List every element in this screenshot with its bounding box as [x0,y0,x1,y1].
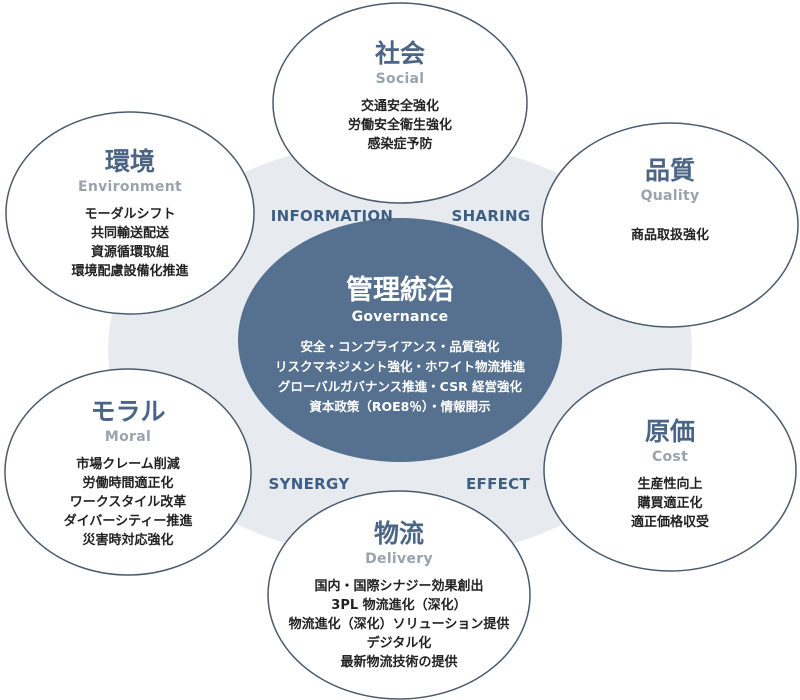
moral-item: 災害時対応強化 [82,532,174,548]
social-subtitle: Social [375,70,425,87]
delivery-item: 物流進化（深化）ソリューション提供 [288,616,510,632]
environment-item: モーダルシフト [84,206,176,222]
governance-item: 安全・コンプライアンス・品質強化 [300,338,500,354]
quality-title: 品質 [644,156,695,185]
quality-item: 商品取扱強化 [630,227,709,243]
delivery-list: 国内・国際シナジー効果創出 3PL 物流進化（深化） 物流進化（深化）ソリューシ… [279,577,519,672]
cost-item: 購買適正化 [637,495,703,511]
cost-item: 適正価格収受 [630,514,709,530]
delivery-title: 物流 [373,519,424,548]
governance-item: 資本政策（ROE8％）・情報開示 [309,398,491,414]
moral-item: ワークスタイル改革 [69,494,187,510]
governance-circle [238,218,562,462]
governance-node: 管理統治 Governance 安全・コンプライアンス・品質強化 リスクマネジメ… [240,276,560,417]
quality-circle [541,122,799,328]
environment-subtitle: Environment [78,178,182,195]
environment-circle [5,111,255,315]
environment-item: 資源循環取組 [90,244,169,260]
social-list: 交通安全強化 労働安全衛生強化 感染症予防 [300,97,500,154]
quality-subtitle: Quality [640,187,700,204]
quality-node: 品質 Quality 商品取扱強化 [570,157,770,245]
moral-circle [4,368,252,576]
cost-list: 生産性向上 購買適正化 適正価格収受 [570,475,770,532]
cost-item: 生産性向上 [637,476,703,492]
governance-list: 安全・コンプライアンス・品質強化 リスクマネジメント強化・ホワイト物流推進 グロ… [240,337,560,417]
social-item: 労働安全衛生強化 [347,117,452,133]
moral-subtitle: Moral [104,428,152,445]
keyword-effect: EFFECT [465,475,531,493]
environment-item: 環境配慮設備化推進 [71,263,189,279]
cost-subtitle: Cost [651,448,689,465]
delivery-item: 3PL 物流進化（深化） [331,597,467,613]
social-item: 交通安全強化 [360,98,439,114]
delivery-item: 国内・国際シナジー効果創出 [314,578,484,594]
quality-list: 商品取扱強化 [570,226,770,245]
governance-title: 管理統治 [346,275,454,306]
delivery-item: 最新物流技術の提供 [340,654,458,670]
social-title: 社会 [374,39,425,68]
environment-node: 環境 Environment モーダルシフト 共同輸送配送 資源循環取組 環境配… [30,148,230,281]
cost-title: 原価 [644,417,695,446]
environment-title: 環境 [104,147,155,176]
moral-node: モラル Moral 市場クレーム削減 労働時間適正化 ワークスタイル改革 ダイバ… [28,398,228,550]
moral-list: 市場クレーム削減 労働時間適正化 ワークスタイル改革 ダイバーシティー推進 災害… [28,455,228,550]
social-circle [272,2,528,204]
cost-node: 原価 Cost 生産性向上 購買適正化 適正価格収受 [570,418,770,532]
social-item: 感染症予防 [367,136,433,152]
governance-item: グローバルガバナンス推進・CSR 経営強化 [277,378,523,394]
governance-item: リスクマネジメント強化・ホワイト物流推進 [274,358,525,374]
governance-subtitle: Governance [351,308,449,325]
delivery-subtitle: Delivery [365,550,433,567]
environment-list: モーダルシフト 共同輸送配送 資源循環取組 環境配慮設備化推進 [30,205,230,281]
moral-item: 労働時間適正化 [82,475,174,491]
delivery-circle [267,490,531,700]
moral-item: ダイバーシティー推進 [63,513,193,529]
cost-circle [543,368,797,572]
keyword-sharing: SHARING [451,207,531,225]
environment-item: 共同輸送配送 [90,225,169,241]
keyword-synergy: SYNERGY [268,475,350,493]
moral-title: モラル [90,397,166,426]
social-node: 社会 Social 交通安全強化 労働安全衛生強化 感染症予防 [300,40,500,154]
delivery-item: デジタル化 [366,635,432,651]
keyword-information: INFORMATION [270,207,394,225]
delivery-node: 物流 Delivery 国内・国際シナジー効果創出 3PL 物流進化（深化） 物… [279,520,519,672]
moral-item: 市場クレーム削減 [76,456,180,472]
